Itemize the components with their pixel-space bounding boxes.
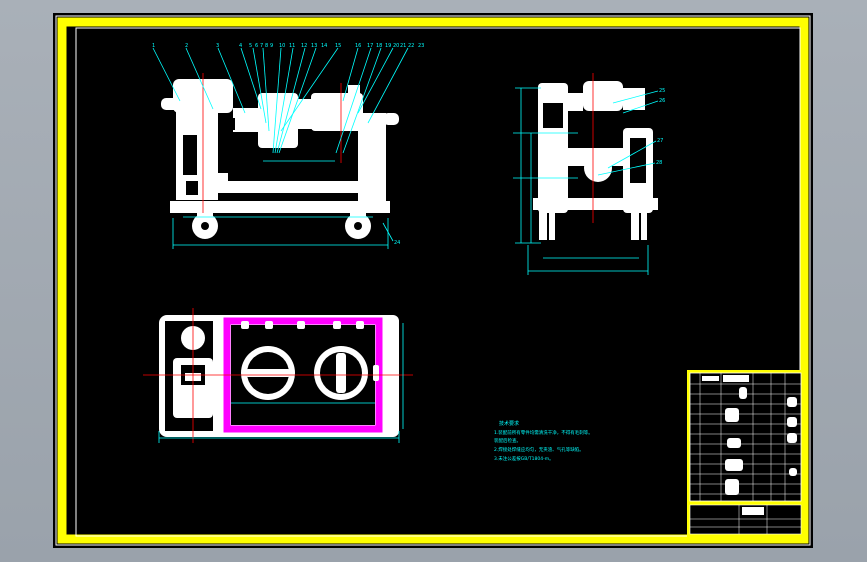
callout: 11: [289, 43, 295, 49]
inner-border: [75, 27, 801, 537]
tech-line: 3.未注公差按GB/T1804-m。: [494, 455, 554, 462]
tech-line: 装配后检查。: [494, 437, 521, 444]
callout: 19: [385, 43, 391, 49]
sheet-border: [57, 17, 809, 544]
callout: 1: [152, 43, 155, 49]
callout: 6: [255, 43, 258, 49]
callout: 26: [659, 98, 665, 104]
callout: 8: [265, 43, 268, 49]
callout: 2: [185, 43, 188, 49]
callout: 15: [335, 43, 341, 49]
title-block: [687, 370, 804, 538]
callout: 7: [260, 43, 263, 49]
callout: 21: [400, 43, 406, 49]
callout: 10: [279, 43, 285, 49]
front-callouts: 1 2 3 4 5 6 7 8 9 10 11 12 13 14 15 16 1…: [152, 43, 424, 246]
callout: 3: [216, 43, 219, 49]
side-view: 25 26 27 28: [513, 73, 665, 275]
callout: 5: [249, 43, 252, 49]
callout: 22: [408, 43, 414, 49]
callout: 28: [656, 160, 662, 166]
tech-line: 1.装配前所有零件均需清洗干净，不得有毛刺等。: [494, 429, 593, 436]
front-view: 1 2 3 4 5 6 7 8 9 10 11 12 13 14 15 16 1…: [152, 43, 424, 249]
side-callouts: 25 26 27 28: [656, 88, 665, 166]
callout: 4: [239, 43, 242, 49]
callout: 12: [301, 43, 307, 49]
tech-heading: 技术要求: [499, 420, 519, 427]
assembly-drawing: 1 2 3 4 5 6 7 8 9 10 11 12 13 14 15 16 1…: [55, 15, 811, 546]
technical-requirements: 技术要求 1.装配前所有零件均需清洗干净，不得有毛刺等。 装配后检查。 2.焊接…: [494, 420, 593, 462]
callout: 24: [394, 240, 400, 246]
callout: 27: [657, 138, 663, 144]
cad-drawing-viewport[interactable]: 1 2 3 4 5 6 7 8 9 10 11 12 13 14 15 16 1…: [53, 13, 813, 548]
callout: 13: [311, 43, 317, 49]
outer-white-frame: [55, 15, 811, 546]
callout: 17: [367, 43, 373, 49]
callout: 20: [393, 43, 399, 49]
top-view: [143, 308, 413, 443]
callout: 14: [321, 43, 327, 49]
callout: 9: [270, 43, 273, 49]
callout: 16: [355, 43, 361, 49]
callout: 23: [418, 43, 424, 49]
tech-line: 2.焊接处焊缝应均匀，无夹渣、气孔等缺陷。: [494, 446, 584, 453]
callout: 25: [659, 88, 665, 94]
callout: 18: [376, 43, 382, 49]
